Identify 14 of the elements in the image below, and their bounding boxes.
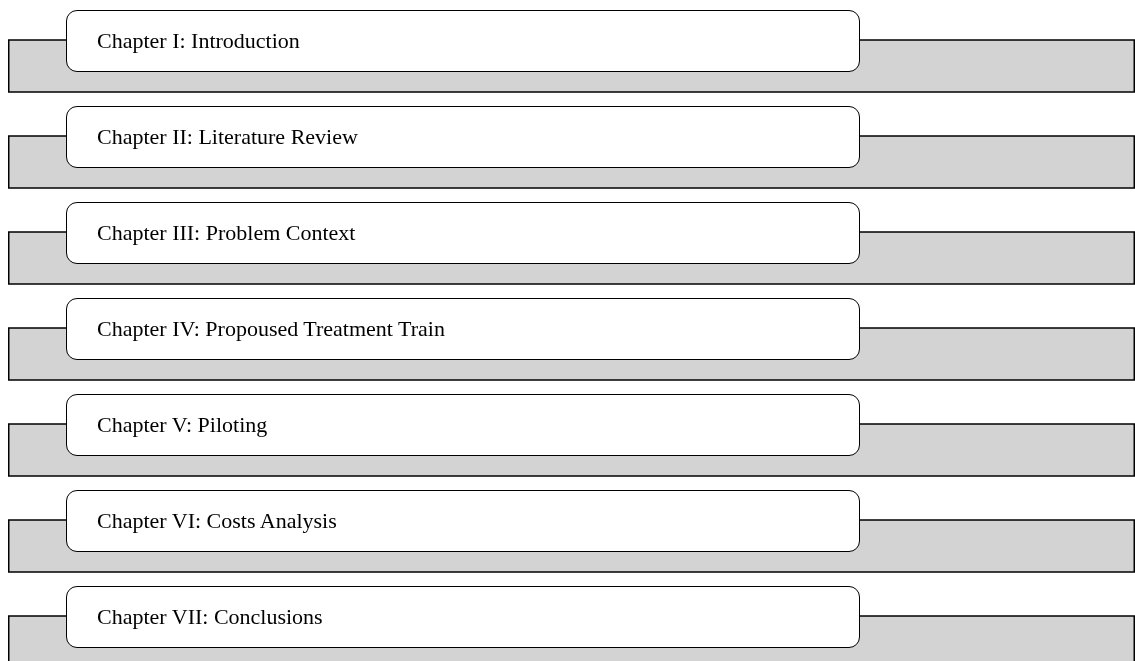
shaded-band	[8, 394, 1135, 477]
chapter-box: Chapter VI: Costs Analysis	[66, 490, 860, 552]
shaded-band	[8, 586, 1135, 661]
chapter-box: Chapter II: Literature Review	[66, 106, 860, 168]
shaded-band	[8, 10, 1135, 93]
chapter-box: Chapter VII: Conclusions	[66, 586, 860, 648]
chapter-box: Chapter III: Problem Context	[66, 202, 860, 264]
shaded-band	[8, 298, 1135, 381]
chapter-box: Chapter V: Piloting	[66, 394, 860, 456]
shaded-band	[8, 490, 1135, 573]
shaded-band	[8, 202, 1135, 285]
shaded-band	[8, 106, 1135, 189]
chapter-box: Chapter IV: Propoused Treatment Train	[66, 298, 860, 360]
chapter-box: Chapter I: Introduction	[66, 10, 860, 72]
